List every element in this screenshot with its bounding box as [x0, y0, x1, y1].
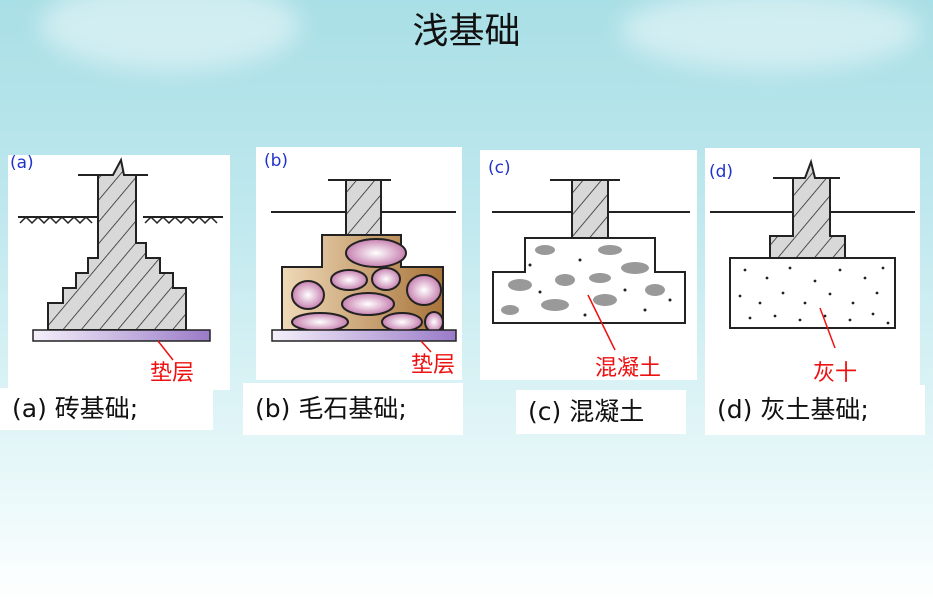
- cloud: [40, 0, 300, 70]
- panel-tag: (c): [488, 158, 511, 178]
- lime-soil-foundation-drawing: [710, 158, 915, 349]
- caption-concrete-foundation: (c) 混凝土: [516, 390, 686, 434]
- diagram-concrete-foundation: (c) 混凝土: [480, 150, 697, 381]
- caption-lime-soil-foundation: (d) 灰土基础;: [705, 385, 925, 435]
- diagram-rubble-foundation: (b) 垫层: [256, 147, 462, 380]
- concrete-foundation-drawing: [492, 179, 690, 351]
- brick-foundation-drawing: [18, 157, 223, 361]
- diagram-brick-foundation: (a) 垫层: [8, 153, 230, 390]
- lime-soil-label: 灰十: [813, 361, 858, 386]
- diagram-lime-soil-foundation: (d) 灰十: [705, 148, 920, 386]
- cloud: [620, 0, 920, 70]
- cushion-label: 垫层: [411, 353, 456, 378]
- caption-rubble-foundation: (b) 毛石基础;: [243, 383, 463, 435]
- caption-brick-foundation: (a) 砖基础;: [0, 388, 213, 430]
- panel-tag: (b): [264, 151, 289, 171]
- rubble-foundation-drawing: [271, 179, 457, 353]
- page-title: 浅基础: [412, 11, 521, 52]
- panel-tag: (a): [10, 153, 34, 173]
- panel-tag: (d): [709, 162, 734, 182]
- concrete-label: 混凝土: [595, 356, 662, 381]
- cushion-label: 垫层: [150, 361, 195, 386]
